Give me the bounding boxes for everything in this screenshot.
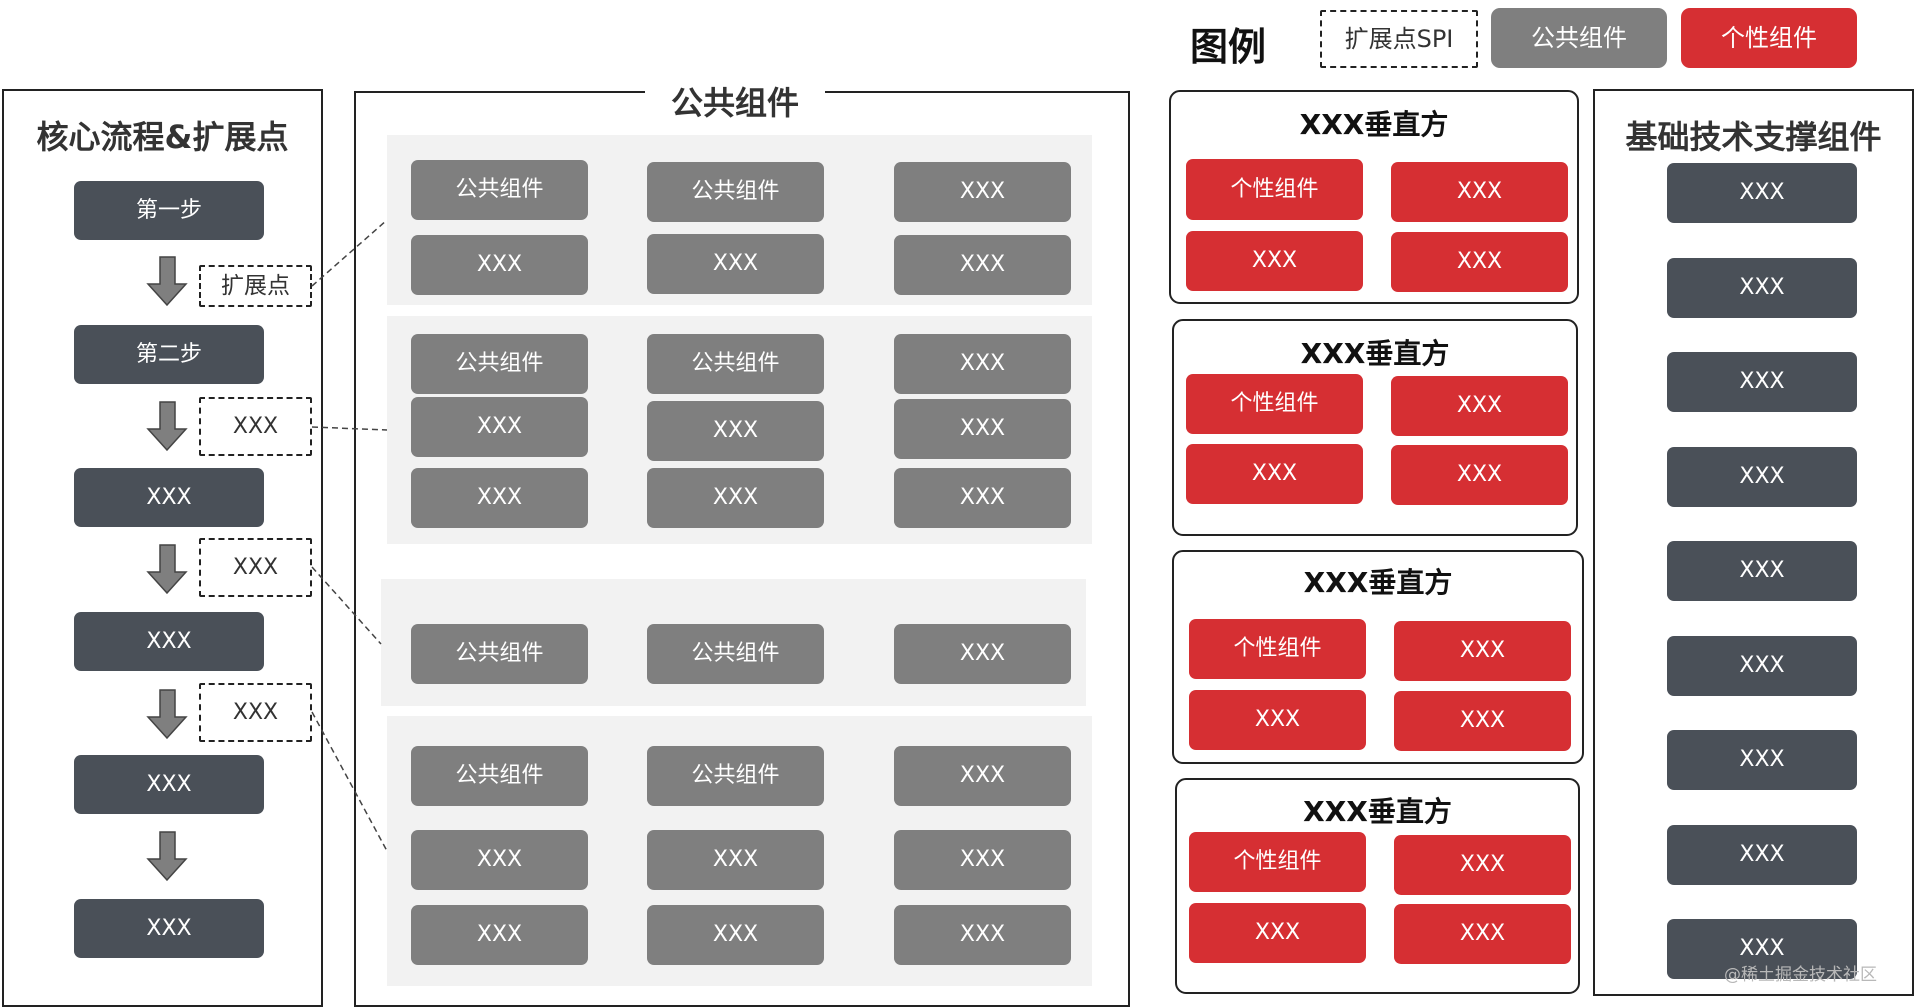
vertical-component: XXX <box>1186 231 1363 291</box>
public-component: 公共组件 <box>411 746 588 806</box>
infra-component: XXX <box>1667 730 1857 790</box>
public-component: 公共组件 <box>647 624 824 684</box>
vertical-title-3: XXX垂直方 <box>1303 566 1453 599</box>
extension-point-2: XXX <box>199 397 312 456</box>
core-step-5: XXX <box>74 755 264 814</box>
public-title: 公共组件 <box>645 78 825 124</box>
public-component: XXX <box>411 235 588 295</box>
infra-component: XXX <box>1667 447 1857 507</box>
infra-component: XXX <box>1667 919 1857 979</box>
public-component: XXX <box>411 397 588 457</box>
legend-public: 公共组件 <box>1491 8 1667 68</box>
public-component: 公共组件 <box>647 334 824 394</box>
vertical-component: XXX <box>1394 904 1571 964</box>
infra-component: XXX <box>1667 825 1857 885</box>
infra-component: XXX <box>1667 258 1857 318</box>
infra-component: XXX <box>1667 352 1857 412</box>
public-component: XXX <box>894 746 1071 806</box>
core-step-6: XXX <box>74 899 264 958</box>
vertical-component: XXX <box>1391 232 1568 292</box>
legend-spi: 扩展点SPI <box>1320 10 1478 68</box>
public-component: XXX <box>894 468 1071 528</box>
public-component: XXX <box>647 830 824 890</box>
infra-component: XXX <box>1667 541 1857 601</box>
public-component: 公共组件 <box>411 160 588 220</box>
public-component: 公共组件 <box>647 746 824 806</box>
public-component: XXX <box>647 905 824 965</box>
infra-title: 基础技术支撑组件 <box>1625 118 1882 156</box>
legend-title: 图例 <box>1190 25 1267 69</box>
vertical-component: XXX <box>1394 835 1571 895</box>
public-component: 公共组件 <box>411 624 588 684</box>
infra-component: XXX <box>1667 163 1857 223</box>
extension-point-3: XXX <box>199 538 312 597</box>
vertical-component: XXX <box>1391 376 1568 436</box>
vertical-title-4: XXX垂直方 <box>1303 795 1452 828</box>
public-component: XXX <box>894 162 1071 222</box>
vertical-component: XXX <box>1189 690 1366 750</box>
public-component: XXX <box>894 624 1071 684</box>
watermark: @稀土掘金技术社区 <box>1724 965 1877 985</box>
public-component: XXX <box>411 468 588 528</box>
core-step-3: XXX <box>74 468 264 527</box>
infra-component: XXX <box>1667 636 1857 696</box>
core-flow-title: 核心流程&扩展点 <box>36 118 289 156</box>
vertical-component: 个性组件 <box>1189 619 1366 679</box>
public-component: XXX <box>894 235 1071 295</box>
public-component: 公共组件 <box>647 162 824 222</box>
vertical-component: XXX <box>1186 444 1363 504</box>
vertical-component: 个性组件 <box>1186 374 1363 434</box>
public-component: XXX <box>647 234 824 294</box>
core-step-4: XXX <box>74 612 264 671</box>
public-component: XXX <box>894 830 1071 890</box>
public-component: 公共组件 <box>411 334 588 394</box>
vertical-title-2: XXX垂直方 <box>1300 337 1450 370</box>
core-step-1: 第一步 <box>74 181 264 240</box>
vertical-component: XXX <box>1391 162 1568 222</box>
legend-personal: 个性组件 <box>1681 8 1857 68</box>
public-component: XXX <box>894 399 1071 459</box>
vertical-component: XXX <box>1394 691 1571 751</box>
public-component: XXX <box>894 905 1071 965</box>
public-component: XXX <box>647 468 824 528</box>
public-component: XXX <box>647 401 824 461</box>
public-component: XXX <box>411 905 588 965</box>
vertical-component: 个性组件 <box>1189 832 1366 892</box>
vertical-component: XXX <box>1394 621 1571 681</box>
vertical-title-1: XXX垂直方 <box>1299 108 1449 141</box>
vertical-component: XXX <box>1391 445 1568 505</box>
public-component: XXX <box>894 334 1071 394</box>
extension-point-1: 扩展点 <box>199 265 312 307</box>
core-step-2: 第二步 <box>74 325 264 384</box>
vertical-component: XXX <box>1189 903 1366 963</box>
vertical-component: 个性组件 <box>1186 159 1363 220</box>
public-component: XXX <box>411 830 588 890</box>
extension-point-4: XXX <box>199 683 312 742</box>
